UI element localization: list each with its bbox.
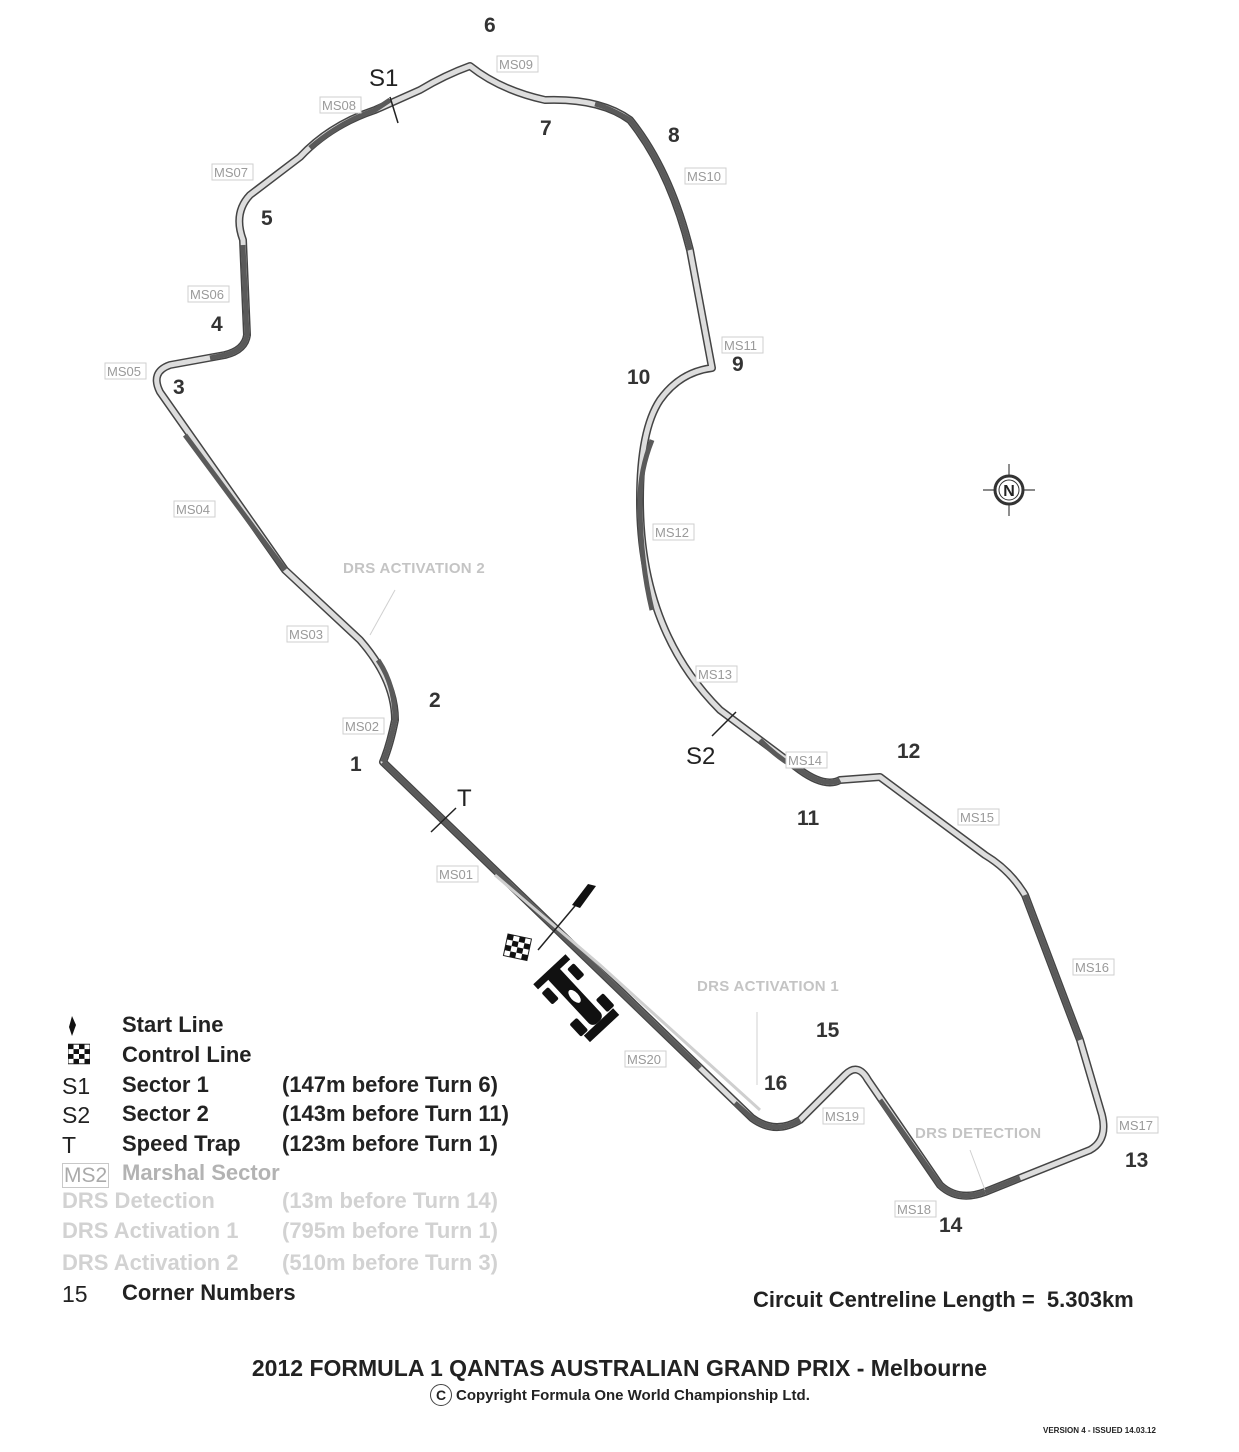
legend-name: Control Line	[122, 1042, 252, 1067]
legend-name: DRS Detection	[62, 1188, 215, 1213]
marshal-sector-label: MS11	[724, 338, 757, 353]
legend-symbol: T	[62, 1132, 77, 1158]
speed-trap-label: T	[457, 785, 472, 812]
circuit-length-value: 5.303km	[1046, 1287, 1134, 1312]
control-line-stroke	[537, 899, 581, 951]
drs-activation-2-label: DRS ACTIVATION 2	[343, 560, 485, 577]
marshal-sector-label: MS16	[1075, 960, 1109, 975]
sector-1-label: S1	[369, 65, 398, 92]
legend-symbol: S2	[62, 1102, 91, 1128]
sector-2-line	[711, 711, 737, 737]
legend-symbol: 15	[62, 1281, 88, 1307]
circuit-length-label: Circuit Centreline Length =	[753, 1287, 1035, 1312]
start-line-icon	[62, 1013, 120, 1045]
corner-number: 13	[1125, 1149, 1148, 1172]
legend-name: Sector 2	[122, 1101, 209, 1126]
corner-numbers: 1 2 3 4 5 6 7 8 9 10 11 12 13 14 15 16	[173, 14, 1148, 1237]
corner-number: 10	[627, 366, 650, 389]
marshal-sector-label: MS06	[190, 287, 224, 302]
marshal-sector-label: MS18	[897, 1202, 931, 1217]
corner-number: 9	[732, 353, 744, 376]
copyright-icon: C	[430, 1384, 452, 1406]
copyright-text: Copyright Formula One World Championship…	[456, 1387, 810, 1404]
marshal-sector-labels: MS01 MS02 MS03 MS04 MS05 MS06 MS07 MS08 …	[104, 55, 1159, 1218]
legend-name: Corner Numbers	[122, 1280, 296, 1305]
corner-number: 16	[764, 1072, 787, 1095]
corner-number: 4	[211, 313, 223, 336]
corner-number: 6	[484, 14, 496, 37]
corner-number: 14	[939, 1214, 963, 1237]
marshal-sector-label: MS04	[176, 502, 210, 517]
marshal-sector-label: MS01	[439, 867, 473, 882]
legend-note: (123m before Turn 1)	[282, 1131, 498, 1156]
marshal-sector-label: MS13	[698, 667, 732, 682]
north-compass-icon: N	[983, 464, 1035, 516]
marshal-sector-label: MS08	[322, 98, 356, 113]
corner-number: 11	[797, 807, 820, 830]
checkered-flag	[502, 933, 533, 962]
legend-name: DRS Activation 1	[62, 1218, 239, 1243]
checkered-flag-icon	[62, 1043, 120, 1071]
drs-detection-line	[969, 1149, 986, 1191]
circuit-map: N S1 S2 T DRS ACTIVATION 2 DRS ACTIVATIO…	[104, 14, 1159, 1237]
legend-name: DRS Activation 2	[62, 1250, 239, 1275]
corner-number: 2	[429, 689, 441, 712]
pit-lane	[494, 873, 762, 1112]
marshal-sector-label: MS09	[499, 57, 533, 72]
legend-note: (795m before Turn 1)	[282, 1218, 498, 1243]
dark-sector-segments	[182, 97, 1083, 1199]
drs-detection-label: DRS DETECTION	[915, 1125, 1041, 1142]
legend-note: (143m before Turn 11)	[282, 1101, 509, 1126]
marshal-sector-label: MS15	[960, 810, 994, 825]
drs-activation-2-line	[369, 589, 396, 636]
marshal-sector-label: MS05	[107, 364, 141, 379]
version-note: VERSION 4 - ISSUED 14.03.12	[1043, 1426, 1156, 1435]
sector-2-label: S2	[686, 743, 715, 770]
speed-trap-line	[430, 807, 457, 833]
page-title: 2012 FORMULA 1 QANTAS AUSTRALIAN GRAND P…	[251, 1355, 988, 1381]
legend-name: Speed Trap	[122, 1131, 241, 1156]
corner-number: 3	[173, 376, 185, 399]
legend-note: (147m before Turn 6)	[282, 1072, 498, 1097]
corner-number: 12	[897, 740, 920, 763]
marshal-sector-label: MS14	[788, 753, 822, 768]
corner-number: 1	[350, 753, 362, 776]
circuit-length: Circuit Centreline Length = 5.303km	[753, 1287, 1134, 1313]
legend-name: Start Line	[122, 1012, 224, 1037]
corner-number: 8	[668, 124, 680, 147]
sector-1-line	[389, 96, 399, 124]
legend-symbol: S1	[62, 1073, 91, 1099]
legend-note: (13m before Turn 14)	[282, 1188, 498, 1213]
corner-number: 15	[816, 1019, 840, 1042]
marshal-sector-label: MS19	[825, 1109, 859, 1124]
race-car-icon	[533, 954, 620, 1043]
marshal-sector-label: MS20	[627, 1052, 661, 1067]
marshal-sector-label: MS07	[214, 165, 248, 180]
drs-activation-1-label: DRS ACTIVATION 1	[697, 978, 839, 995]
legend-name: Sector 1	[122, 1072, 209, 1097]
corner-number: 5	[261, 207, 273, 230]
marshal-sector-label: MS10	[687, 169, 721, 184]
start-line-flag	[572, 884, 596, 908]
legend-note: (510m before Turn 3)	[282, 1250, 498, 1275]
marshal-sector-label: MS02	[345, 719, 379, 734]
legend-name: Marshal Sector	[122, 1160, 280, 1185]
marshal-sector-label: MS03	[289, 627, 323, 642]
legend-symbol: MS2	[62, 1163, 110, 1188]
marshal-sector-label: MS17	[1119, 1118, 1153, 1133]
compass-letter: N	[1003, 483, 1015, 500]
marshal-sector-label: MS12	[655, 525, 689, 540]
corner-number: 7	[540, 117, 552, 140]
